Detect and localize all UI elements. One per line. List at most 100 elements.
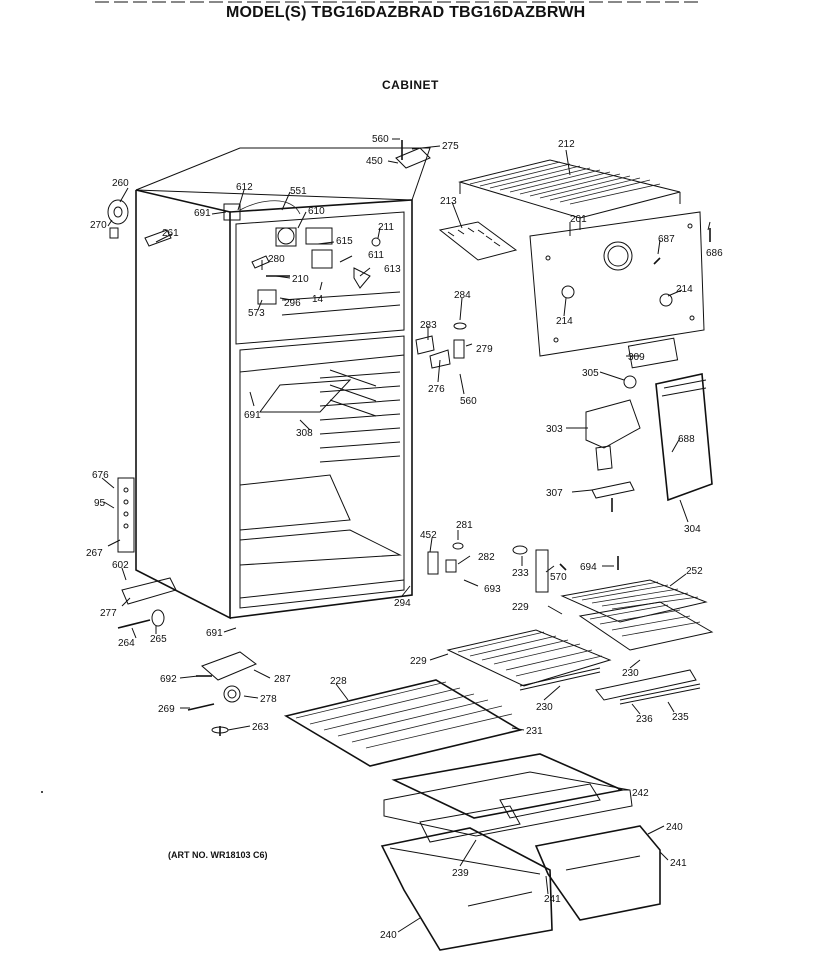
misc-small-parts xyxy=(415,228,711,389)
leader-lines xyxy=(101,138,711,933)
label-210: 210 xyxy=(292,274,309,285)
label-560-lower: 560 xyxy=(460,396,477,407)
label-296: 296 xyxy=(284,298,301,309)
label-611: 611 xyxy=(368,250,384,261)
label-688: 688 xyxy=(678,434,695,445)
label-231: 231 xyxy=(526,726,543,737)
label-239: 239 xyxy=(452,868,469,879)
label-242: 242 xyxy=(632,788,649,799)
label-252: 252 xyxy=(686,566,703,577)
label-294: 294 xyxy=(394,598,411,609)
label-241-right: 241 xyxy=(670,858,687,869)
leveling-parts xyxy=(187,651,257,736)
label-275: 275 xyxy=(442,141,459,152)
bottom-hinge-parts xyxy=(117,477,177,629)
label-691-bottom: 691 xyxy=(206,628,223,639)
label-261: 261 xyxy=(162,228,179,239)
label-303: 303 xyxy=(546,424,563,435)
label-228: 228 xyxy=(330,676,347,687)
label-615: 615 xyxy=(336,236,353,247)
label-613: 613 xyxy=(384,264,401,275)
label-264: 264 xyxy=(118,638,135,649)
label-214-left: 214 xyxy=(556,316,573,327)
label-283: 283 xyxy=(420,320,437,331)
label-691-mid: 691 xyxy=(244,410,261,421)
control-housing xyxy=(585,373,713,512)
label-269: 269 xyxy=(158,704,175,715)
label-235: 235 xyxy=(672,712,689,723)
label-282: 282 xyxy=(478,552,495,563)
label-570: 570 xyxy=(550,572,567,583)
label-284: 284 xyxy=(454,290,471,301)
label-691-top: 691 xyxy=(194,208,211,219)
label-612: 612 xyxy=(236,182,253,193)
label-693: 693 xyxy=(484,584,501,595)
label-263: 263 xyxy=(252,722,269,733)
label-551: 551 xyxy=(290,186,307,197)
label-309: 309 xyxy=(628,352,645,363)
glass-shelf xyxy=(283,679,523,767)
ice-tray xyxy=(438,221,518,261)
label-281: 281 xyxy=(456,520,473,531)
label-260: 260 xyxy=(112,178,129,189)
control-parts xyxy=(223,200,381,305)
model-title: MODEL(S) TBG16DAZBRAD TBG16DAZBRWH xyxy=(226,4,586,21)
label-277: 277 xyxy=(100,608,117,619)
label-452: 452 xyxy=(420,530,437,541)
label-230-right: 230 xyxy=(622,668,639,679)
part-261-drawing xyxy=(144,229,172,247)
label-241-left: 241 xyxy=(544,894,561,905)
label-233: 233 xyxy=(512,568,529,579)
label-211: 211 xyxy=(378,222,394,233)
label-308: 308 xyxy=(296,428,313,439)
cabinet-body xyxy=(135,147,431,620)
label-560: 560 xyxy=(372,134,389,145)
label-304: 304 xyxy=(684,524,701,535)
label-95: 95 xyxy=(94,498,106,509)
label-229-lower: 229 xyxy=(410,656,427,667)
label-692: 692 xyxy=(160,674,177,685)
label-573: 573 xyxy=(248,308,265,319)
label-240-right: 240 xyxy=(666,822,683,833)
label-687: 687 xyxy=(658,234,675,245)
art-number: (ART NO. WR18103 C6) xyxy=(168,850,268,860)
label-270: 270 xyxy=(90,220,107,231)
hinge-cap-260 xyxy=(107,199,129,239)
label-287: 287 xyxy=(274,674,291,685)
label-610: 610 xyxy=(308,206,325,217)
label-694: 694 xyxy=(580,562,597,573)
part-308-drawing xyxy=(259,379,352,413)
header: MODEL(S) TBG16DAZBRAD TBG16DAZBRWH xyxy=(0,0,832,40)
label-305: 305 xyxy=(582,368,599,379)
label-229-upper: 229 xyxy=(512,602,529,613)
label-278: 278 xyxy=(260,694,277,705)
top-hinge xyxy=(395,140,431,169)
label-236: 236 xyxy=(636,714,653,725)
label-276: 276 xyxy=(428,384,445,395)
crisper-assembly xyxy=(380,753,661,951)
freezer-wire-shelf xyxy=(458,159,681,230)
section-title: CABINET xyxy=(382,78,439,92)
part-labels: 560 275 450 212 260 612 551 691 610 213 … xyxy=(86,134,723,941)
evaporator-cover xyxy=(529,211,705,357)
label-450: 450 xyxy=(366,156,383,167)
label-214-right: 214 xyxy=(676,284,693,295)
label-279: 279 xyxy=(476,344,493,355)
stray-mark xyxy=(41,791,43,793)
label-602: 602 xyxy=(112,560,129,571)
label-280: 280 xyxy=(268,254,285,265)
label-686: 686 xyxy=(706,248,723,259)
label-676: 676 xyxy=(92,470,109,481)
label-230-left: 230 xyxy=(536,702,553,713)
shelf-supports xyxy=(427,542,619,593)
label-265: 265 xyxy=(150,634,167,645)
label-212: 212 xyxy=(558,139,575,150)
label-213: 213 xyxy=(440,196,457,207)
label-201: 201 xyxy=(570,214,587,225)
label-267: 267 xyxy=(86,548,103,559)
label-307: 307 xyxy=(546,488,563,499)
label-240-left: 240 xyxy=(380,930,397,941)
fresh-food-shelves xyxy=(446,579,714,705)
label-14: 14 xyxy=(312,294,324,305)
